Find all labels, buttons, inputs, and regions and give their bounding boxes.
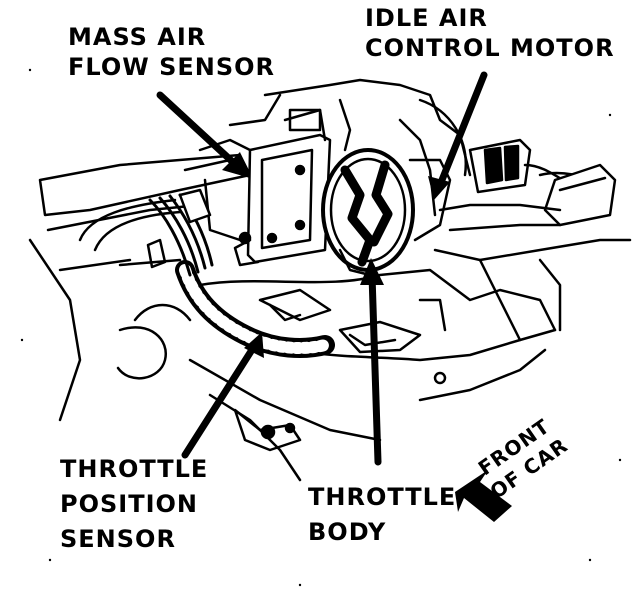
- throttle-body-label-line2: BODY: [308, 518, 387, 546]
- fender-outline: [28, 153, 252, 422]
- idle-air-control-motor-label-line1: IDLE AIR: [365, 4, 488, 32]
- mass-air-flow-sensor-label: MASS AIR FLOW SENSOR: [68, 22, 275, 82]
- lower-engine: [188, 258, 562, 482]
- throttle-position-sensor-label: THROTTLE POSITION SENSOR: [60, 452, 208, 557]
- front-of-car-arrow-icon: [455, 470, 512, 522]
- idle-air-control-motor-label: IDLE AIR CONTROL MOTOR: [365, 3, 615, 63]
- pointer-arrowheads: [222, 152, 450, 358]
- throttle-position-sensor-label-line1: THROTTLE: [60, 455, 209, 483]
- mass-air-flow-sensor-body: [233, 108, 332, 267]
- throttle-body-label-line1: THROTTLE: [308, 483, 457, 511]
- throttle-position-sensor-label-line2: POSITION: [60, 490, 198, 518]
- mass-air-flow-sensor-label-line1: MASS AIR: [68, 23, 207, 51]
- mass-air-flow-sensor-label-line2: FLOW SENSOR: [68, 53, 275, 81]
- wiring-loom: [146, 188, 335, 358]
- pointer-lines: [156, 71, 488, 466]
- engine-manifold: [183, 78, 472, 242]
- throttle-body-label: THROTTLE BODY: [308, 480, 456, 550]
- scan-specks: [20, 68, 622, 587]
- idle-air-control-motor-drawing: [433, 138, 632, 262]
- intake-tubes: [78, 198, 192, 322]
- throttle-body-drawing: [321, 148, 452, 277]
- idle-air-control-motor-label-line2: CONTROL MOTOR: [365, 34, 615, 62]
- throttle-position-sensor-label-line3: SENSOR: [60, 525, 176, 553]
